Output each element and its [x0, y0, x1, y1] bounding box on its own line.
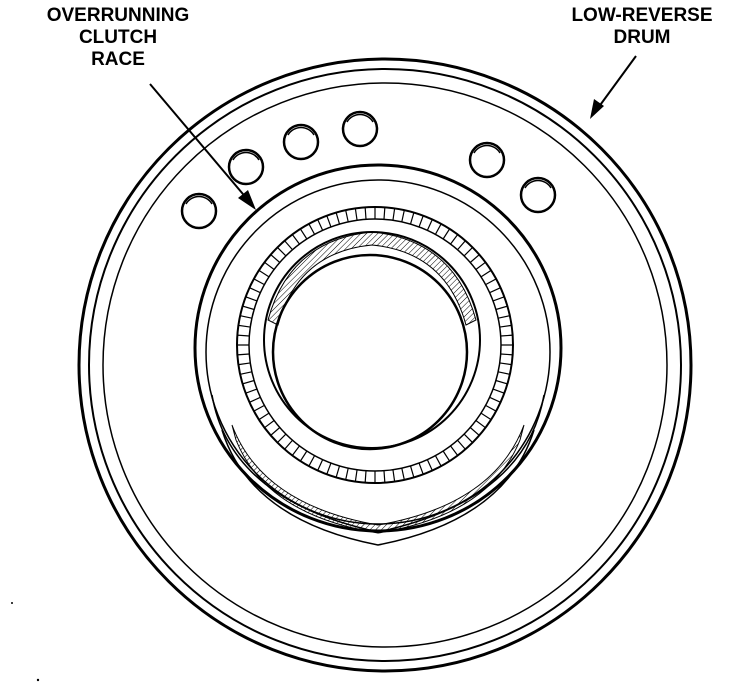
spline-tooth — [308, 455, 324, 472]
spline-tooth — [325, 462, 341, 479]
label-line: CLUTCH — [78, 27, 158, 48]
spline-tooth — [383, 469, 396, 484]
spline-tooth — [475, 412, 492, 429]
drum-hole — [180, 192, 218, 230]
spline-tooth — [463, 427, 481, 444]
spline-tooth — [480, 269, 497, 286]
spline-tooth — [392, 207, 406, 223]
spline-tooth — [495, 305, 511, 319]
spline-tooth — [276, 433, 293, 451]
center-bore — [271, 253, 469, 451]
spline-tooth — [263, 420, 281, 437]
clutch-race-leader — [149, 83, 256, 210]
spline-tooth — [434, 450, 451, 467]
drum-hole — [468, 141, 506, 179]
spline-tooth — [241, 295, 258, 311]
spline-tooth — [500, 344, 514, 356]
spline-tooth — [409, 211, 425, 228]
spline-tooth — [299, 223, 316, 240]
spline-tooth — [354, 206, 367, 221]
drum-holes — [180, 110, 557, 230]
spline-tooth — [244, 388, 261, 404]
spline-tooth — [269, 246, 287, 263]
spline-tooth — [401, 465, 415, 481]
spline-tooth — [497, 362, 513, 376]
spline-tooth — [248, 278, 265, 294]
label-line: DRUM — [613, 27, 671, 48]
spline-tooth — [236, 353, 251, 366]
drum-hole — [227, 148, 265, 186]
spline-tooth — [364, 470, 376, 484]
spline-tooth — [239, 371, 255, 385]
spline-tooth — [489, 286, 506, 302]
spline-tooth — [316, 214, 332, 231]
spline-ring-inner — [248, 218, 502, 472]
drum-hole — [341, 110, 379, 148]
spline-tooth — [291, 445, 308, 462]
spline-tooth — [485, 396, 502, 412]
spline-tooth — [450, 439, 467, 457]
label-line: OVERRUNNING — [46, 5, 190, 26]
overrunning-clutch-race-label: OVERRUNNING CLUTCH RACE — [18, 5, 218, 71]
label-line: RACE — [91, 49, 145, 70]
spline-tooth — [344, 467, 358, 483]
spline-tooth — [457, 239, 474, 257]
spline-tooth — [335, 209, 349, 225]
spline-tooth — [469, 253, 487, 270]
drum-face-edge — [102, 82, 668, 648]
clutch-race-ring — [193, 163, 563, 533]
spline-tooth — [283, 233, 300, 251]
spline-tooth — [492, 379, 509, 395]
spline-tooth — [258, 261, 275, 278]
spline-tooth — [237, 314, 253, 328]
speck — [36, 678, 40, 682]
spline-tooth — [418, 459, 434, 476]
spline-tooth — [374, 206, 386, 220]
drum-outer-rim-inner — [88, 68, 682, 662]
clutch-race-ring-inner — [205, 179, 551, 525]
drum-hole — [519, 176, 557, 214]
drum-hole — [282, 123, 320, 161]
speck — [11, 602, 13, 604]
hub-cylinder — [211, 394, 545, 546]
label-line: LOW-REVERSE — [571, 5, 713, 26]
spline-tooth — [499, 324, 514, 337]
spline-tooth — [236, 334, 250, 346]
low-reverse-drum-label: LOW-REVERSE DRUM — [548, 5, 736, 49]
drum-outer-rim — [77, 57, 693, 673]
spline-tooth — [253, 404, 270, 421]
drum-leader — [590, 55, 637, 119]
spline-tooth — [426, 218, 442, 235]
spline-teeth — [236, 206, 514, 484]
spline-tooth — [442, 228, 459, 245]
